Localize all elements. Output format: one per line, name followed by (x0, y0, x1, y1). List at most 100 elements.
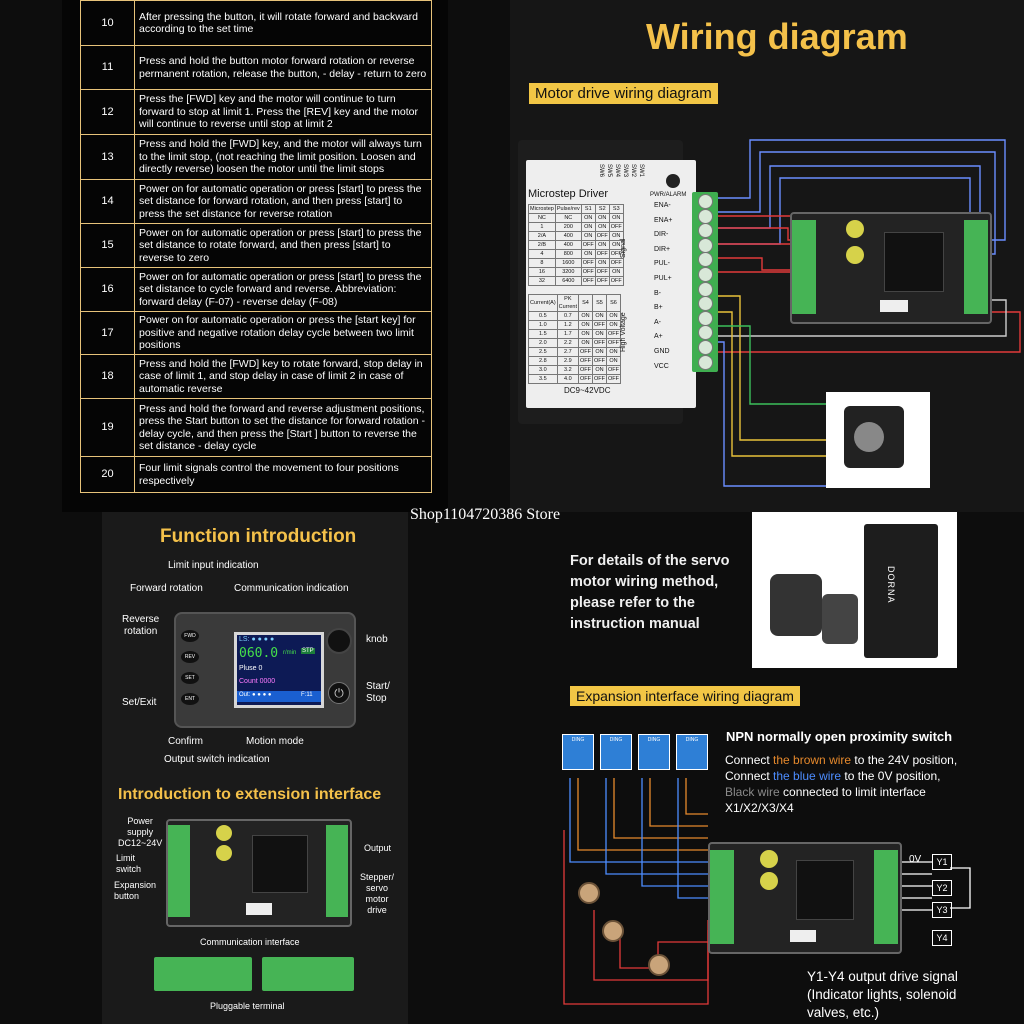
expansion-tag: Expansion interface wiring diagram (570, 686, 800, 706)
store-watermark: Shop1104720386 Store (410, 506, 561, 523)
screen-out-bar (237, 691, 321, 702)
knob-control[interactable] (326, 628, 352, 654)
terminal-label: B- (654, 289, 661, 297)
capacitor (760, 872, 778, 890)
mini-table-cell: ON (578, 320, 594, 330)
board-terminal-right (964, 220, 988, 314)
ext-terminal-right (326, 825, 348, 917)
mini-table-cell: OFF (592, 320, 608, 330)
mini-table-cell: 3.5 (528, 374, 558, 384)
ext-label-limit: Limit switch (116, 853, 142, 874)
row-description: Power on for automatic operation or pres… (134, 311, 432, 355)
row-description: Press and hold the [FWD] key to rotate f… (134, 354, 432, 399)
mini-table-cell: 0.7 (556, 311, 580, 321)
ent-button[interactable]: ENT (181, 693, 199, 705)
terminal-label: DIR- (654, 231, 669, 239)
capacitor (760, 850, 778, 868)
mini-table-cell: 1.7 (556, 329, 580, 339)
mini-table-cell: NC (528, 213, 556, 223)
mini-table-cell: OFF (578, 356, 594, 366)
mini-table-cell: ON (578, 329, 594, 339)
mini-table-cell: Microstep (528, 204, 556, 214)
servo-motor-small (822, 594, 858, 644)
npn-line-1-c: to the 24V position, (851, 753, 958, 767)
screen-speed: 060.0 (239, 646, 279, 661)
terminal-screw (698, 194, 713, 209)
mini-table-cell: ON (594, 222, 610, 232)
mini-table-cell: OFF (594, 276, 610, 286)
fwd-button[interactable]: FWD (181, 630, 199, 642)
output-text: Y1-Y4 output drive signal (Indicator lig… (807, 969, 958, 1020)
label-forward: Forward rotation (130, 583, 203, 594)
row-description: Press and hold the forward and reverse a… (134, 398, 432, 457)
mini-table-cell: OFF (608, 258, 624, 268)
terminal-label: ENA- (654, 202, 671, 209)
mini-table-cell: 4 (528, 249, 556, 259)
mini-table-cell: 32 (528, 276, 556, 286)
blue-wire-text: the blue wire (773, 769, 842, 783)
mini-table-cell: 1.5 (528, 329, 558, 339)
mini-table-cell: S1 (580, 204, 596, 214)
dc-label: DC9~42VDC (564, 386, 611, 395)
wiring-title: Wiring diagram (646, 16, 908, 57)
sensor-brand-label: DING (609, 737, 623, 743)
row-description: Press and hold the button motor forward … (134, 45, 432, 90)
row-description: Power on for automatic operation or pres… (134, 223, 432, 268)
label-knob: knob (366, 634, 388, 645)
terminal-screw (698, 325, 713, 341)
pluggable-terminal-b (262, 957, 354, 991)
terminal-screw (698, 223, 713, 239)
mini-table-cell: S2 (594, 204, 610, 214)
board-terminal-left (792, 220, 816, 314)
set-button[interactable]: SET (181, 672, 199, 684)
mini-table-cell: OFF (580, 267, 596, 277)
switch-label: SW4 (614, 164, 620, 178)
chip-area (252, 835, 308, 893)
screen-unit: r/min (283, 650, 297, 656)
motor-drive-tag: Motor drive wiring diagram (529, 83, 718, 104)
label-motion-mode: Motion mode (246, 736, 304, 747)
comm-connector (880, 300, 908, 312)
mini-table-cell: ON (580, 222, 596, 232)
mini-table-cell: OFF (592, 356, 608, 366)
proximity-sensor-icon: DING (562, 734, 594, 770)
mini-table-cell: OFF (580, 276, 596, 286)
row-number: 16 (80, 267, 135, 312)
ext-title: Introduction to extension interface (118, 786, 382, 803)
row-number: 10 (80, 0, 135, 46)
row-number: 20 (80, 456, 135, 493)
switch-label: SW5 (606, 164, 612, 178)
pwr-alarm-label: PWR/ALARM (650, 192, 687, 198)
terminal-screw (698, 340, 713, 355)
start-stop-button[interactable]: ⏻ (328, 682, 350, 704)
sensor-brand-label: DING (571, 737, 585, 743)
terminal-label: GND (654, 348, 670, 355)
row-description: After pressing the button, it will rotat… (134, 0, 432, 46)
mini-table-cell: 2.7 (556, 347, 580, 357)
mini-table-cell: Pulse/rev (554, 204, 582, 214)
mini-table-cell: ON (578, 338, 594, 348)
controller-board (790, 212, 992, 324)
rev-button[interactable]: REV (181, 651, 199, 663)
pwr-alarm-led (666, 174, 680, 188)
row-number: 13 (80, 134, 135, 180)
mini-table-cell: 1.2 (556, 320, 580, 330)
terminal-screw (698, 296, 713, 312)
mini-table-cell: ON (606, 320, 622, 330)
driver-terminal-strip (692, 192, 718, 372)
mini-table-cell: OFF (580, 258, 596, 268)
terminal-label: A+ (654, 333, 663, 341)
mini-table-cell: 2.2 (556, 338, 580, 348)
